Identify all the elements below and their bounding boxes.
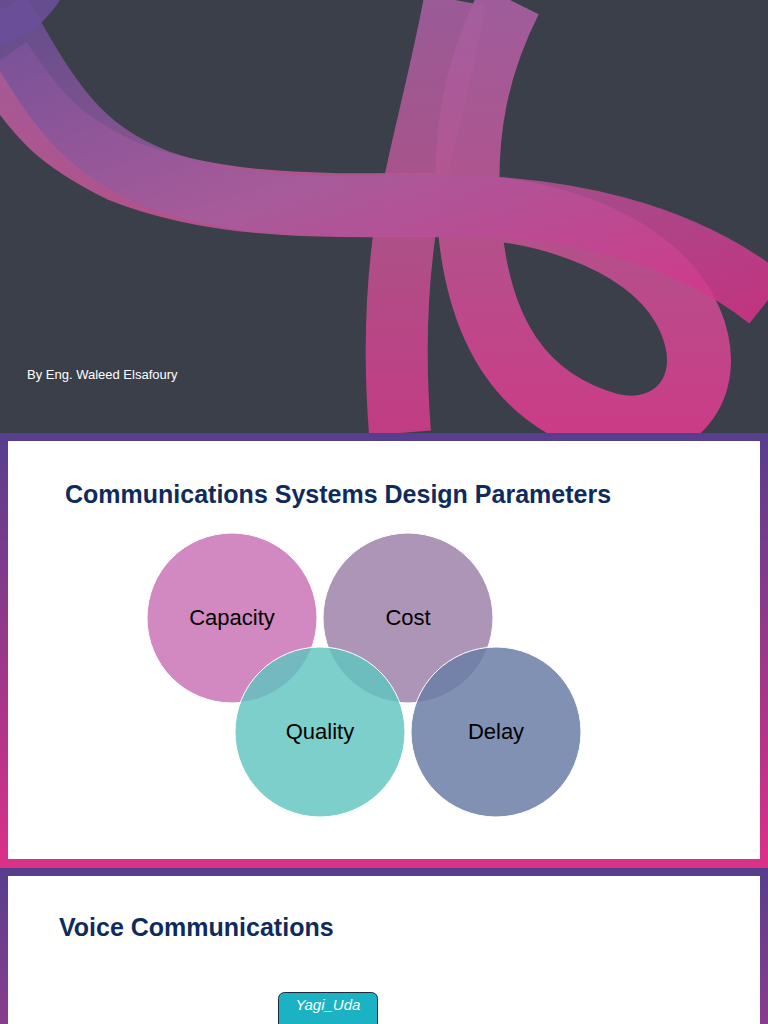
slide-frame [0,868,768,1024]
ribbon-sweep [0,10,768,300]
parameter-name: Capacity [189,605,275,631]
slide-title: Communications Systems Design Parameters [65,480,611,509]
slide-frame [0,433,768,868]
parameter-name: Delay [468,719,524,745]
parameter-circle: Delay [411,647,581,817]
circle-outline [411,647,581,817]
antenna-box: Yagi_Uda [278,992,378,1024]
box-outline [279,993,378,1024]
ribbon-corner [0,0,60,45]
parameter-circle: Quality [235,647,405,817]
parameter-name: Quality [286,719,354,745]
antenna-name: Yagi_Uda [278,996,378,1014]
title-slide [0,0,768,433]
slide-panel [8,441,760,859]
parameter-name: Cost [385,605,430,631]
author-credit: By Eng. Waleed Elsafoury [27,367,178,382]
circle-outline [235,647,405,817]
slide-title: Voice Communications [59,913,334,942]
slide-panel [8,876,760,1024]
